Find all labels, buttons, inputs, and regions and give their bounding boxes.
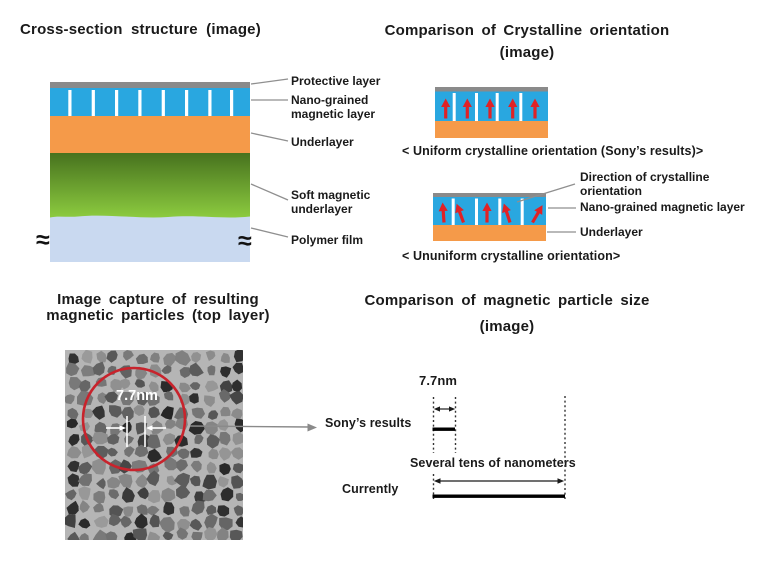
label-soft-magnetic-line2: underlayer (291, 201, 353, 216)
size-dotted-lines (432, 396, 566, 499)
tem-measurement-text: 7.7nm (116, 388, 158, 404)
particle-highlight-circle (81, 366, 187, 472)
tem-title-line2: magnetic particles (top layer) (46, 307, 270, 324)
magnetic-layer-fill (50, 88, 250, 116)
label-soft-magnetic-line1: Soft magnetic (291, 188, 371, 202)
crystalline-title-line1: Comparison of Crystalline orientation (384, 22, 670, 39)
label-direction-line1: Direction of crystalline (580, 170, 710, 184)
tem-title-line1: Image capture of resulting (57, 291, 259, 308)
soft-magnetic-underlayer-fill (50, 153, 250, 218)
label-nano-grained: Nano-grained magnetic layer (291, 93, 376, 121)
sony-size-bar (432, 427, 455, 431)
underlayer-fill (50, 116, 250, 153)
measure-arrows (106, 425, 166, 431)
current-size-bar (432, 494, 565, 498)
layer-stack-diagram (50, 82, 250, 262)
range-label: Several tens of nanometers (410, 456, 576, 470)
label-direction-line2: orientation (580, 183, 642, 198)
size-title-line1: Comparison of magnetic particle size (364, 292, 650, 309)
crystalline-title-line2: (image) (499, 44, 555, 61)
label-nano-grained-line1: Nano-grained (291, 93, 369, 107)
label-nano-grained-line2: magnetic layer (291, 106, 376, 121)
label-nano-grained-magnetic-layer: Nano-grained magnetic layer (580, 200, 745, 214)
label-direction-crystalline: Direction of crystalline orientation (580, 170, 710, 198)
tem-image: 7.7nm (65, 350, 243, 540)
sony-results-label: Sony’s results (325, 416, 412, 430)
caption-ununiform: < Ununiform crystalline orientation> (402, 249, 621, 263)
label-soft-magnetic: Soft magnetic underlayer (291, 188, 371, 216)
size-value-label: 7.7nm (419, 373, 458, 388)
uniform-orientation-diagram (435, 87, 548, 138)
polymer-film-fill (50, 210, 250, 262)
currently-label: Currently (342, 482, 399, 496)
large-range-arrow (433, 478, 565, 484)
protective-layer-fill (50, 82, 250, 88)
measure-ticks (126, 416, 146, 447)
grain-boundaries (68, 90, 234, 116)
break-symbol-left: ≈ (36, 226, 50, 254)
label-polymer-film: Polymer film (291, 233, 364, 247)
tem-particles (65, 350, 243, 540)
ununiform-orientation-diagram (433, 193, 546, 241)
break-symbol-right: ≈ (238, 227, 252, 255)
cross-section-leader-lines (250, 78, 289, 238)
caption-uniform: < Uniform crystalline orientation (Sony’… (402, 144, 704, 158)
size-title-line2: (image) (479, 318, 535, 335)
tem-title: Image capture of resulting magnetic part… (18, 292, 298, 324)
cross-section-title: Cross-section structure (image) (20, 21, 261, 38)
label-underlayer: Underlayer (291, 135, 354, 149)
small-range-arrow (433, 406, 456, 412)
label-protective-layer: Protective layer (291, 74, 381, 88)
label-underlayer-2: Underlayer (580, 225, 643, 239)
